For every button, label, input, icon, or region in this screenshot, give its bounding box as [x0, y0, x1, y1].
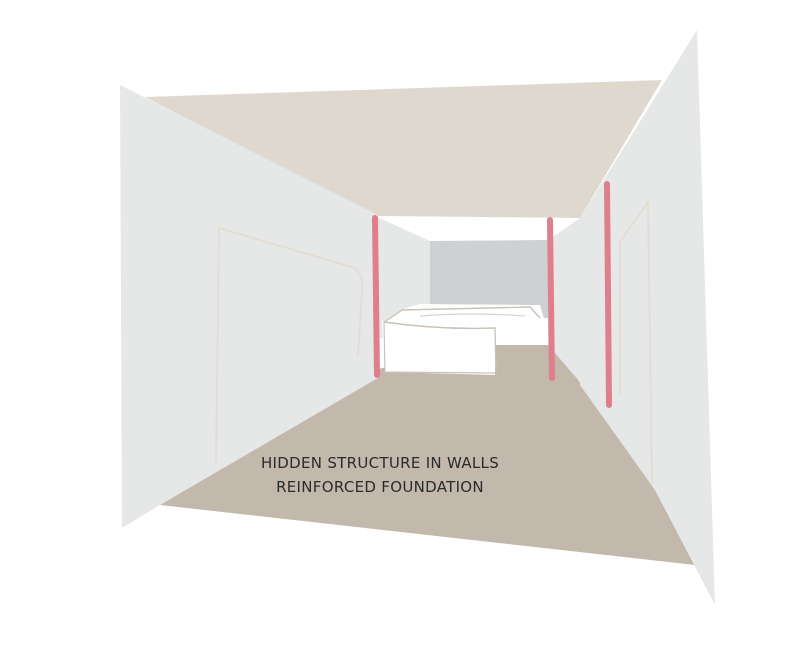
floor [160, 345, 695, 565]
right-door-outline [619, 198, 653, 486]
left-door-outline [215, 226, 364, 463]
inner-right-wall [548, 218, 580, 380]
structure-column-left [372, 215, 380, 378]
structure-column-far-right [604, 181, 612, 408]
annotation-line-1: HIDDEN STRUCTURE IN WALLS [261, 454, 499, 472]
ceiling [145, 80, 662, 218]
furniture-block [382, 304, 545, 375]
left-wall [120, 85, 378, 528]
hidden-structure-columns [372, 181, 612, 408]
back-wall [428, 240, 548, 318]
annotation-line-2: REINFORCED FOUNDATION [276, 478, 484, 496]
right-wall [580, 30, 715, 605]
structure-column-center-right [547, 217, 555, 381]
